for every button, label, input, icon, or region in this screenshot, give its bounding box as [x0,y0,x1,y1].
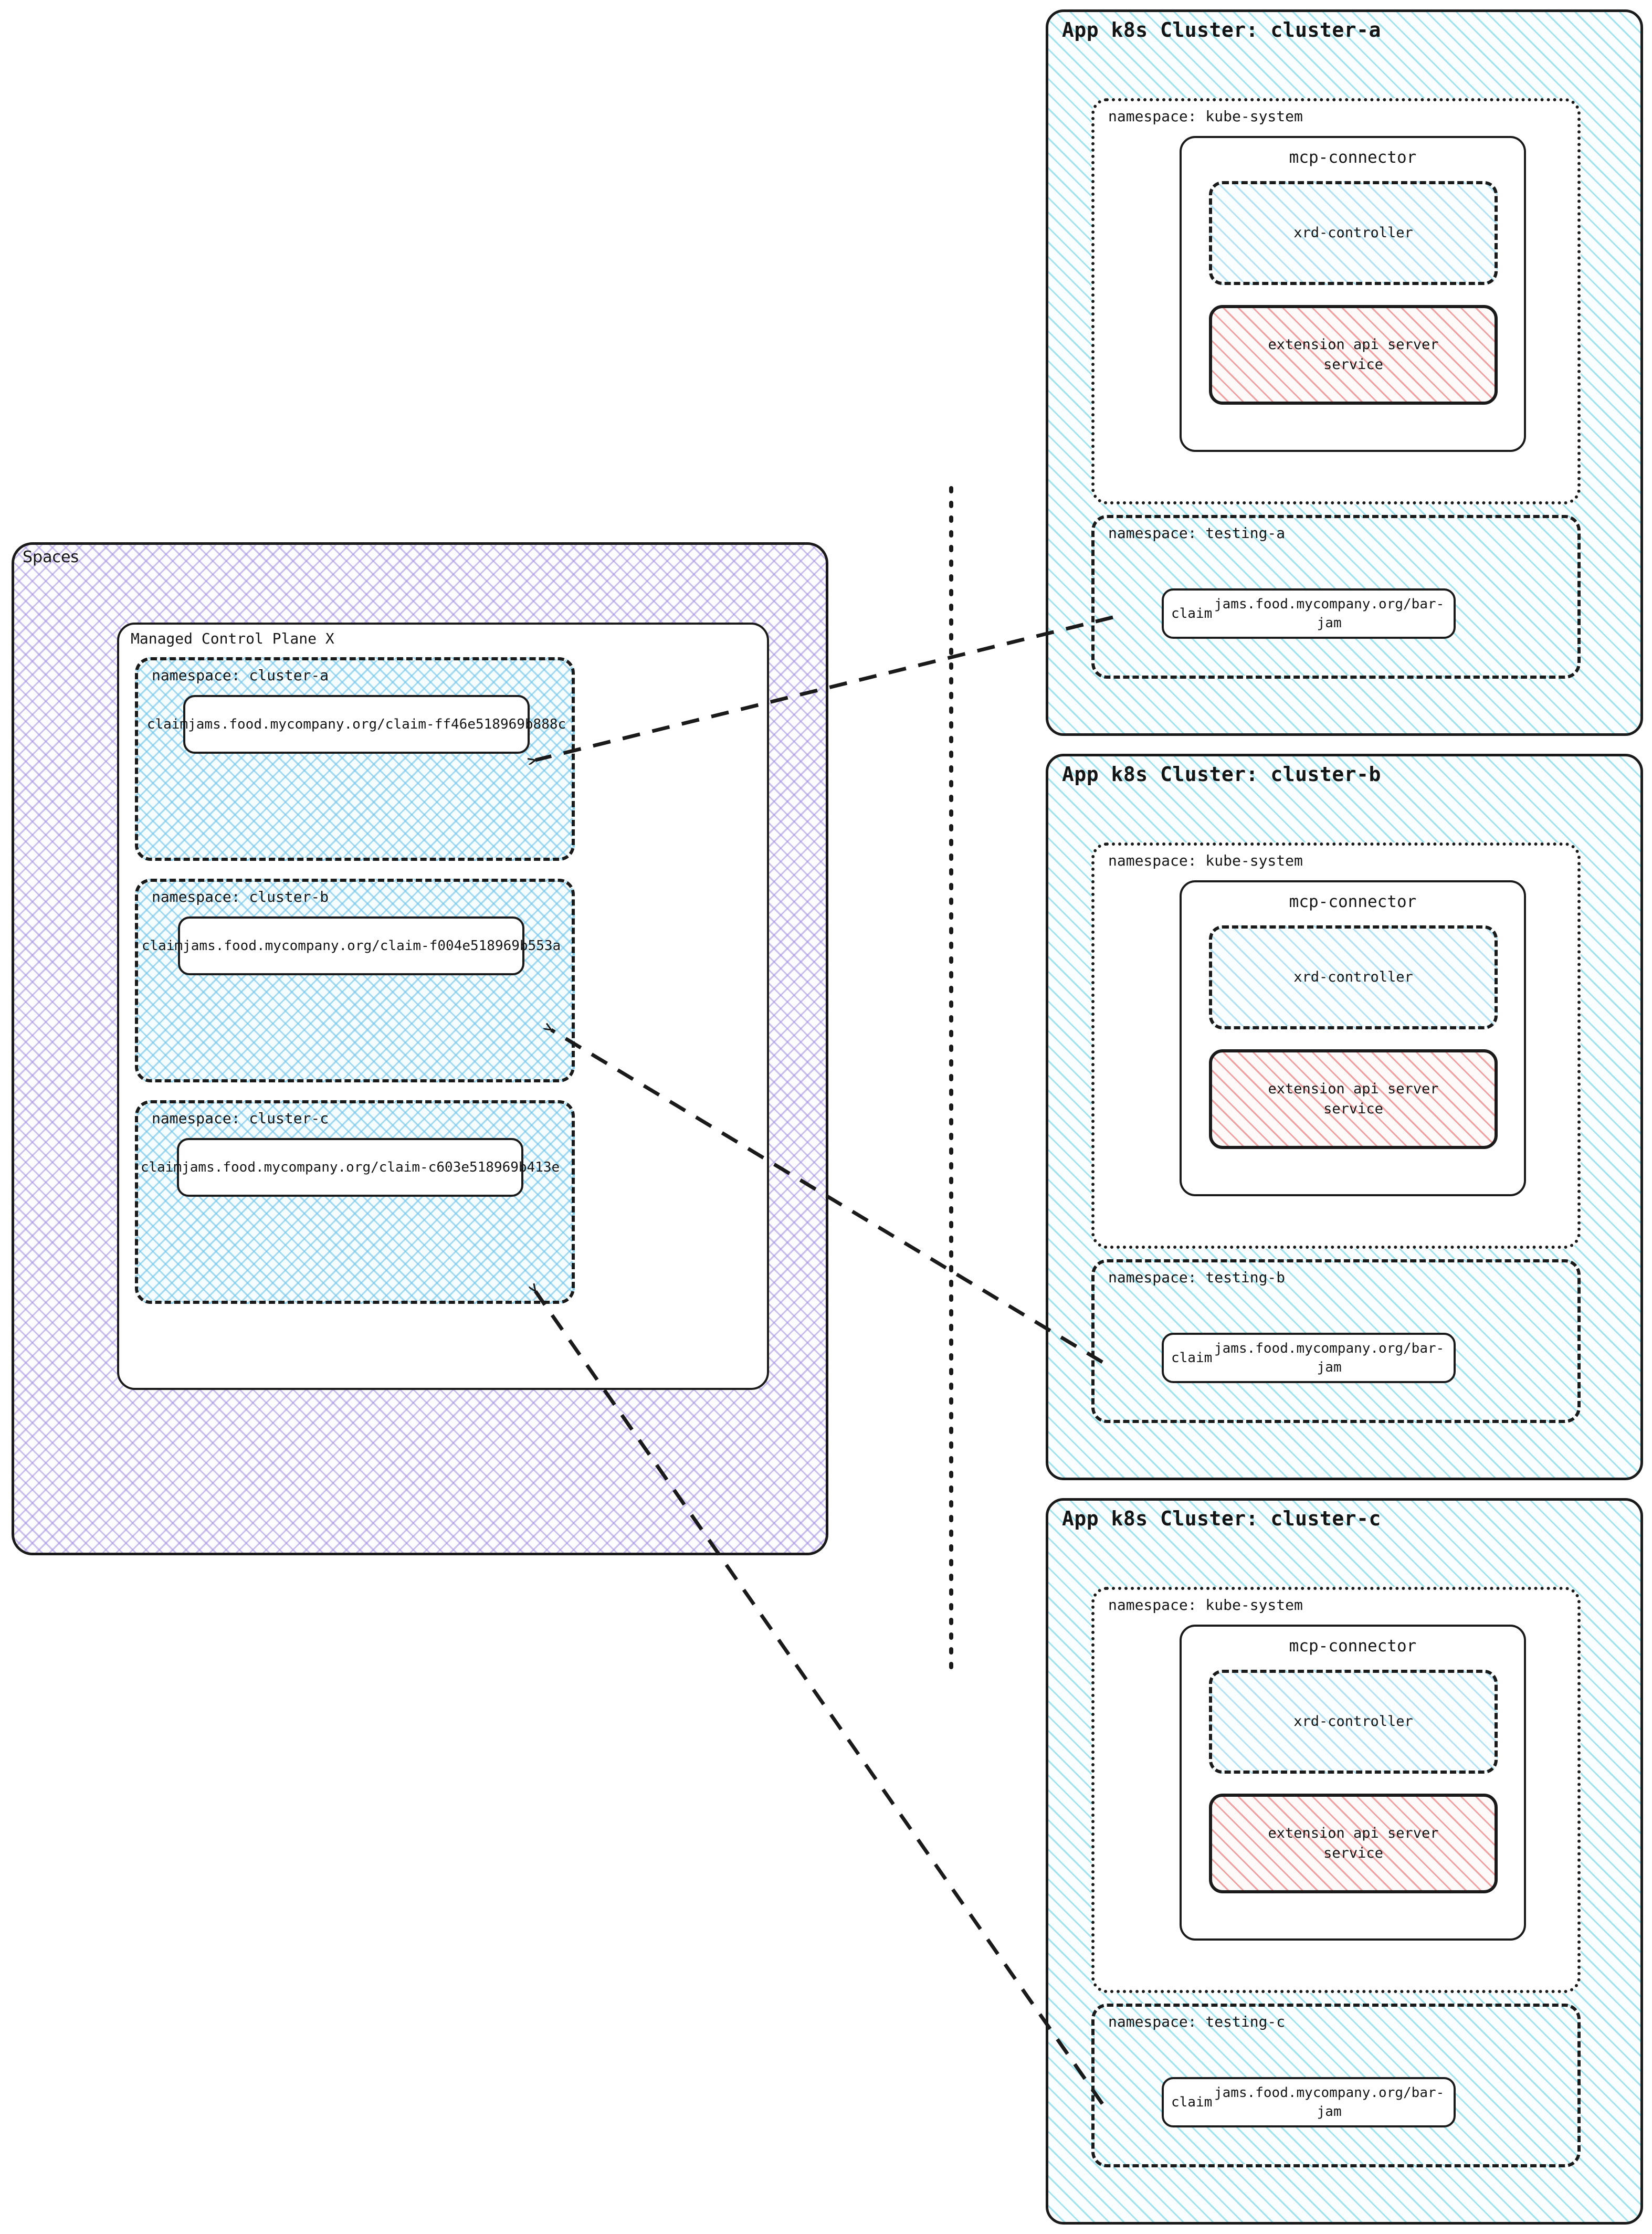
managed-control-plane: Managed Control Plane X namespace: clust… [117,623,769,1390]
extension-api-server-label-b: extension api server service [1268,1081,1439,1117]
mcp-connector-title-b: mcp-connector [1289,892,1417,911]
mcp-connector-title-a: mcp-connector [1289,148,1417,167]
xrd-controller-label-a: xrd-controller [1293,225,1413,241]
namespace-kube-system-b: namespace: kube-system mcp-connector xrd… [1091,842,1581,1249]
extension-api-server-label-a: extension api server service [1268,336,1439,373]
extension-api-server-label-c: extension api server service [1268,1825,1439,1861]
claim-kind-b: claim [1171,1350,1213,1366]
xrd-controller-c: xrd-controller [1209,1670,1498,1774]
mcp-connector-b: mcp-connector xrd-controller extension a… [1180,880,1526,1196]
namespace-label-testing-b: namespace: testing-b [1108,1269,1286,1286]
claim-name-a: jams.food.mycompany.org/bar-jam [1214,596,1445,631]
mcp-namespace-label-cluster-a: namespace: cluster-a [152,667,329,684]
namespace-kube-system-a: namespace: kube-system mcp-connector xrd… [1091,98,1581,504]
cluster-panel-cluster-c: App k8s Cluster: cluster-c namespace: ku… [1046,1498,1643,2225]
claim-kind-c: claim [1171,2094,1213,2110]
namespace-label-testing-c: namespace: testing-c [1108,2013,1286,2030]
managed-control-plane-label: Managed Control Plane X [131,630,334,647]
cluster-title-a: App k8s Cluster: cluster-a [1062,18,1381,41]
mcp-claim-id-a: ff46e518969b888c [434,716,566,732]
mcp-claim-kind-b: claim [141,937,183,954]
cluster-title-c: App k8s Cluster: cluster-c [1062,1507,1381,1530]
mcp-namespace-label-cluster-c: namespace: cluster-c [152,1110,329,1127]
mcp-claim-kind-c: claim [140,1159,182,1175]
cluster-panel-cluster-a: App k8s Cluster: cluster-a namespace: ku… [1046,9,1643,736]
namespace-label-testing-a: namespace: testing-a [1108,524,1286,542]
namespace-kube-system-c: namespace: kube-system mcp-connector xrd… [1091,1587,1581,1993]
mcp-namespace-label-cluster-b: namespace: cluster-b [152,888,329,905]
cluster-title-b: App k8s Cluster: cluster-b [1062,763,1381,786]
xrd-controller-a: xrd-controller [1209,181,1498,285]
claim-kind-a: claim [1171,605,1213,621]
mcp-claim-id-b: f004e518969b553a [429,937,561,954]
mcp-connector-c: mcp-connector xrd-controller extension a… [1180,1625,1526,1941]
mcp-claim-name-c: jams.food.mycompany.org/claim- [182,1159,428,1175]
xrd-controller-label-b: xrd-controller [1293,969,1413,986]
xrd-controller-label-c: xrd-controller [1293,1713,1413,1730]
claim-name-c: jams.food.mycompany.org/bar-jam [1214,2084,1445,2120]
mcp-connector-title-c: mcp-connector [1289,1637,1417,1656]
mcp-connector-a: mcp-connector xrd-controller extension a… [1180,136,1526,452]
namespace-label-kube-system-b: namespace: kube-system [1108,852,1303,869]
spaces-label: Spaces [23,548,79,566]
mcp-claim-name-a: jams.food.mycompany.org/claim- [188,716,435,732]
extension-api-server-c: extension api server service [1209,1794,1498,1893]
xrd-controller-b: xrd-controller [1209,925,1498,1029]
mcp-claim-kind-a: claim [146,716,188,732]
mcp-claim-id-c: c603e518969b413e [428,1159,560,1175]
extension-api-server-a: extension api server service [1209,305,1498,405]
namespace-label-kube-system-a: namespace: kube-system [1108,108,1303,125]
mcp-claim-name-b: jams.food.mycompany.org/claim- [183,937,429,954]
cluster-panel-cluster-b: App k8s Cluster: cluster-b namespace: ku… [1046,754,1643,1480]
spaces-panel: Spaces Managed Control Plane X namespace… [12,542,828,1555]
namespace-label-kube-system-c: namespace: kube-system [1108,1596,1303,1614]
claim-name-b: jams.food.mycompany.org/bar-jam [1214,1340,1445,1375]
extension-api-server-b: extension api server service [1209,1049,1498,1149]
